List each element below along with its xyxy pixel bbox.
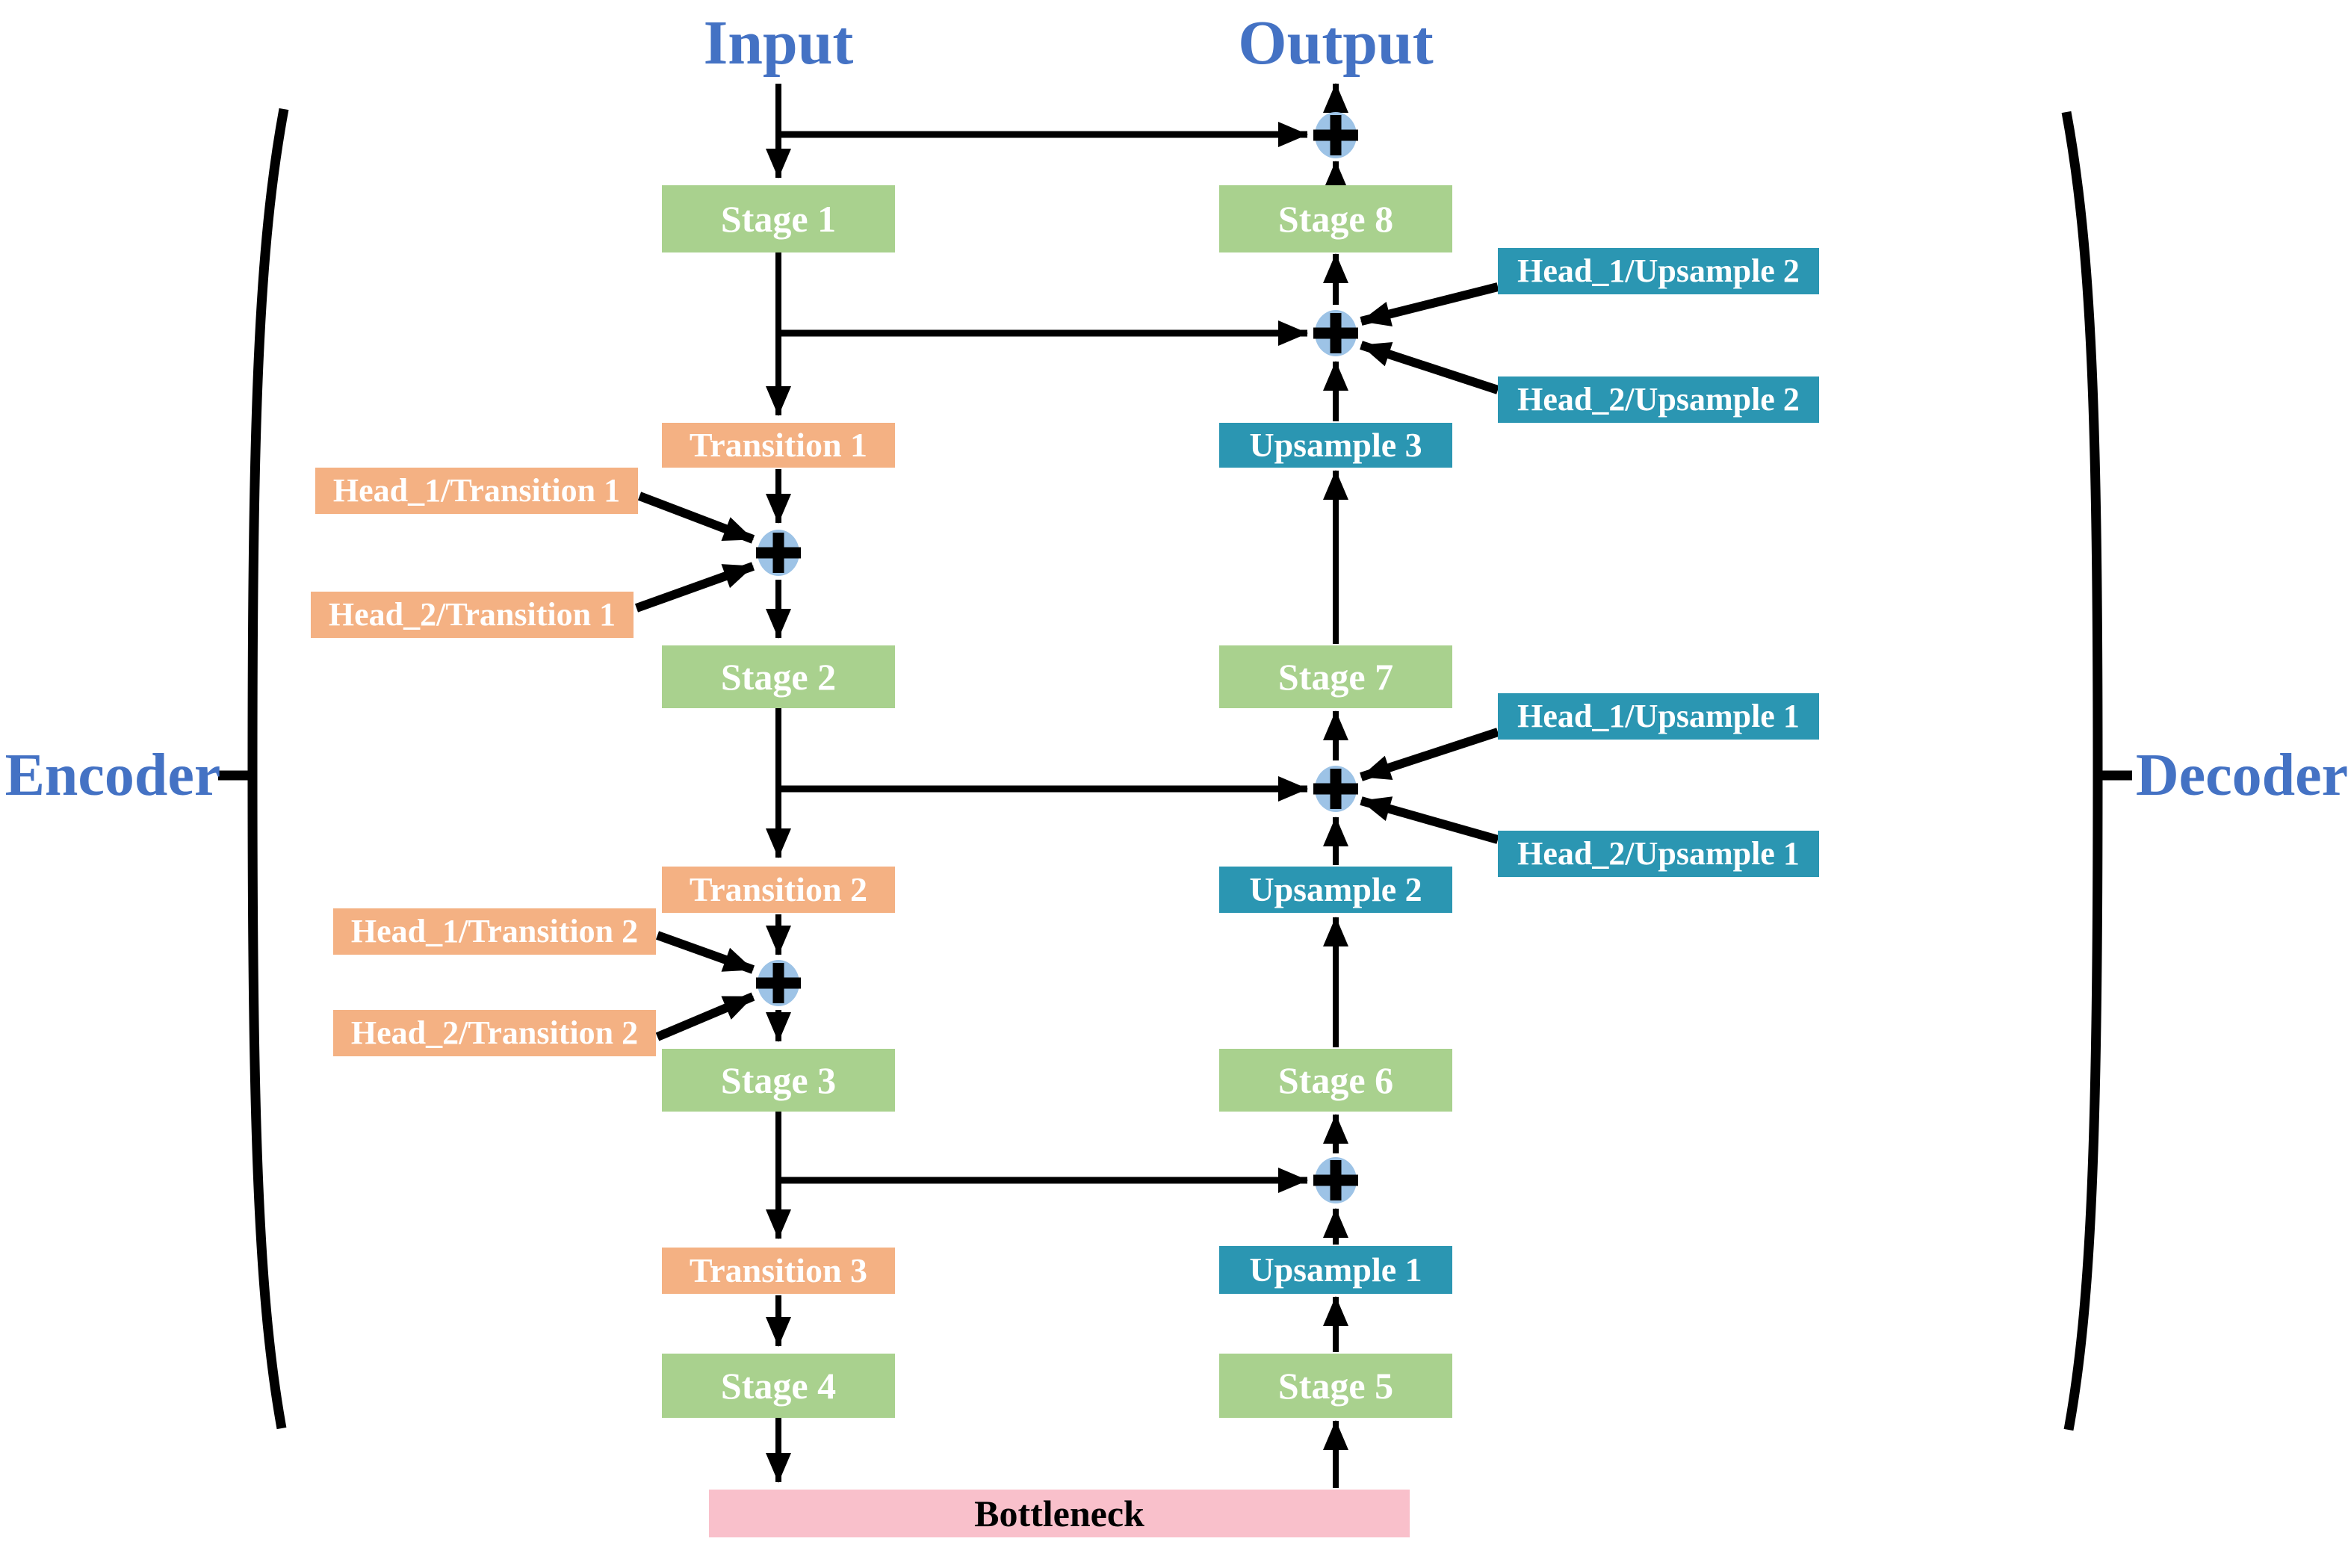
stage-3-box: Stage 3 bbox=[662, 1049, 895, 1112]
add-icon bbox=[1313, 112, 1358, 158]
head-arrows bbox=[634, 282, 1499, 1041]
encoder-bracket bbox=[247, 108, 289, 1430]
stage-5-box: Stage 5 bbox=[1219, 1354, 1452, 1418]
add-icon bbox=[1313, 1157, 1358, 1203]
head1-transition1-box: Head_1/Transition 1 bbox=[315, 468, 638, 514]
stage-7-box: Stage 7 bbox=[1219, 645, 1452, 708]
decoder-bracket bbox=[2061, 111, 2103, 1431]
add-icon bbox=[1313, 766, 1358, 812]
add-icon bbox=[756, 960, 801, 1006]
decoder-label: Decoder bbox=[2135, 743, 2348, 808]
head1-transition2-box: Head_1/Transition 2 bbox=[333, 908, 656, 955]
upsample-2-box: Upsample 2 bbox=[1219, 867, 1452, 913]
transition-1-box: Transition 1 bbox=[662, 423, 895, 468]
stage-8-box: Stage 8 bbox=[1219, 185, 1452, 252]
skip-connection-arrows bbox=[778, 122, 1308, 1193]
stage-1-box: Stage 1 bbox=[662, 185, 895, 252]
head2-upsample1-box: Head_2/Upsample 1 bbox=[1498, 831, 1819, 877]
add-icon bbox=[756, 530, 801, 576]
transition-2-box: Transition 2 bbox=[662, 867, 895, 913]
bottleneck-box: Bottleneck bbox=[709, 1490, 1410, 1537]
output-label: Output bbox=[1238, 8, 1434, 78]
upsample-1-box: Upsample 1 bbox=[1219, 1246, 1452, 1294]
head1-upsample1-box: Head_1/Upsample 1 bbox=[1498, 693, 1819, 740]
encoder-label: Encoder bbox=[4, 743, 221, 808]
upsample-3-box: Upsample 3 bbox=[1219, 423, 1452, 468]
stage-2-box: Stage 2 bbox=[662, 645, 895, 708]
stage-6-box: Stage 6 bbox=[1219, 1049, 1452, 1112]
head1-upsample2-box: Head_1/Upsample 2 bbox=[1498, 248, 1819, 294]
input-label: Input bbox=[703, 8, 854, 78]
head2-upsample2-box: Head_2/Upsample 2 bbox=[1498, 376, 1819, 423]
stage-4-box: Stage 4 bbox=[662, 1354, 895, 1418]
add-icon bbox=[1313, 310, 1358, 356]
head2-transition2-box: Head_2/Transition 2 bbox=[333, 1010, 656, 1056]
head2-transition1-box: Head_2/Transition 1 bbox=[311, 592, 634, 638]
merge-nodes bbox=[756, 112, 1358, 1203]
transition-3-box: Transition 3 bbox=[662, 1248, 895, 1294]
